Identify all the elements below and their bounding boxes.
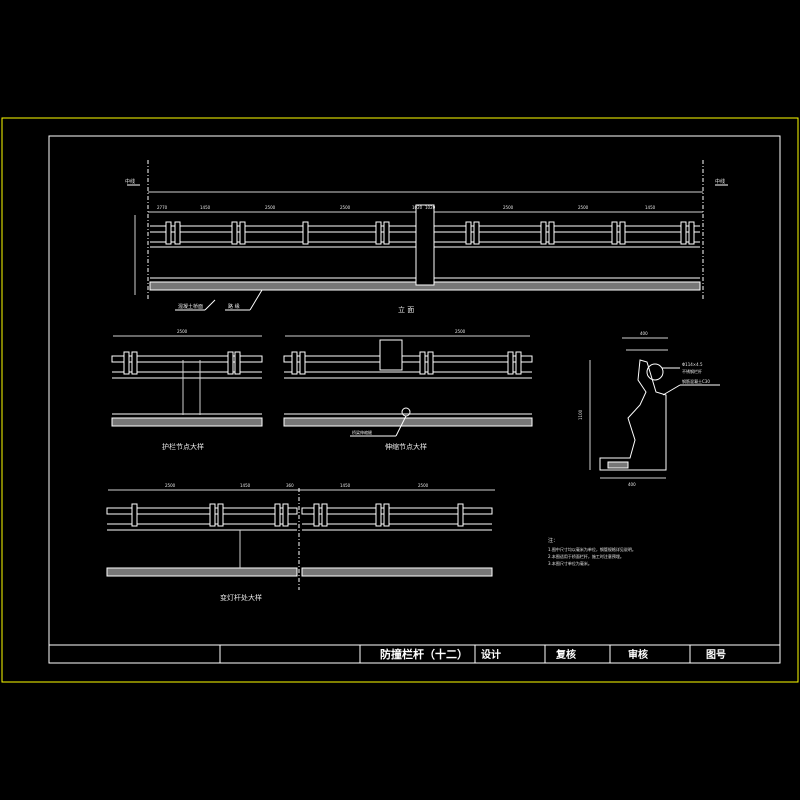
detail-a <box>111 335 263 427</box>
c-dim-1: 1450 <box>240 483 251 488</box>
detail-b-caption: 伸缩节点大样 <box>385 442 427 451</box>
dim-5: 1020 <box>425 205 436 210</box>
section-view <box>589 337 720 479</box>
detail-b <box>283 335 533 437</box>
detail-a-caption: 护栏节点大样 <box>162 442 204 451</box>
section-dim-top: 400 <box>640 331 648 336</box>
section-callout-2: 不锈钢栏杆 <box>682 368 702 374</box>
sheet-label: 图号 <box>706 649 726 661</box>
design-label: 设计 <box>481 648 501 661</box>
dim-0: 2770 <box>157 205 168 210</box>
end-mark-right: 中线 <box>715 178 725 185</box>
detail-c-caption: 变灯杆处大样 <box>220 593 262 602</box>
elevation-leader-2: 路 缘 <box>228 303 240 310</box>
c-dim-0: 2500 <box>165 483 176 488</box>
drawing-title: 防撞栏杆（十二） <box>380 647 468 661</box>
section-dim-side: 1100 <box>578 409 583 420</box>
c-dim-2: 360 <box>286 483 294 488</box>
section-dim-bottom: 400 <box>628 482 636 487</box>
note-2: 2.本图适用于桥面栏杆，施工时注意预埋。 <box>548 553 624 559</box>
dim-6: 2500 <box>503 205 514 210</box>
title-block <box>48 644 781 664</box>
dim-4: 1020 <box>412 205 423 210</box>
c-dim-4: 2500 <box>418 483 429 488</box>
end-mark-left: 中线 <box>125 178 135 185</box>
drawing-frame <box>48 135 781 664</box>
sheet-border <box>1 117 799 683</box>
dim-3: 2500 <box>340 205 351 210</box>
elevation-title: 立 面 <box>398 305 414 314</box>
dim-2: 2500 <box>265 205 276 210</box>
approve-label: 审核 <box>628 648 648 661</box>
elevation-leader-1: 混凝土桥面 <box>178 303 203 310</box>
dim-7: 2500 <box>578 205 589 210</box>
elevation-leaders <box>127 184 728 311</box>
detail-a-dim: 2500 <box>177 329 188 334</box>
detail-c-dims: 2500 1450 360 1450 2500 <box>165 483 429 488</box>
dim-1: 1450 <box>200 205 211 210</box>
section-callout-1: Φ114×4.5 <box>682 362 703 367</box>
note-1: 1.图中尺寸均以毫米为单位，钢管规格详见说明。 <box>548 546 636 552</box>
detail-c <box>106 488 495 590</box>
c-dim-3: 1450 <box>340 483 351 488</box>
detail-b-leader: 桥梁伸缩缝 <box>352 429 372 435</box>
note-3: 3.本图尺寸单位为毫米。 <box>548 560 592 566</box>
detail-b-dim: 2500 <box>455 329 466 334</box>
elevation-view <box>134 160 704 300</box>
elevation-dimensions: 2770 1450 2500 2500 1020 1020 2500 2500 … <box>157 205 656 210</box>
section-callout-3: 钢筋混凝土C30 <box>682 378 710 384</box>
review-label: 复核 <box>555 648 576 661</box>
dim-8: 1450 <box>645 205 656 210</box>
elevation-posts <box>165 221 695 245</box>
notes-heading: 注： <box>548 537 558 544</box>
